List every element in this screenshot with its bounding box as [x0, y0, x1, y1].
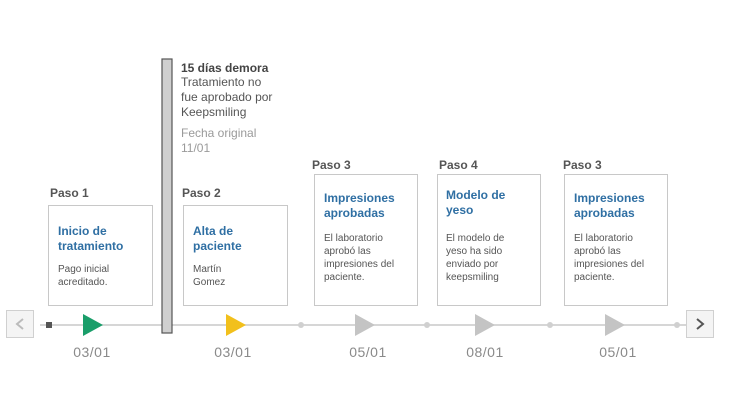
step-card-title: Impresiones aprobadas [574, 191, 645, 220]
delay-bar[interactable] [161, 58, 173, 334]
timeline-start-marker [46, 322, 52, 328]
step-marker-3[interactable] [355, 314, 375, 336]
step-card-5[interactable]: Impresiones aprobadas El laboratorio apr… [564, 174, 668, 306]
step-card-title: Modelo de yeso [446, 188, 506, 217]
step-card-body: Martín Gomez [193, 264, 226, 288]
step-label: Paso 1 [50, 186, 89, 200]
step-date: 05/01 [349, 344, 387, 360]
timeline-dot [298, 322, 304, 328]
step-date: 05/01 [599, 344, 637, 360]
delay-title: 15 días demora [181, 61, 269, 75]
step-marker-1[interactable] [83, 314, 103, 336]
step-card-body: El modelo de yeso ha sido enviado por ke… [446, 233, 505, 283]
step-card-title: Impresiones aprobadas [324, 191, 395, 220]
step-card-2[interactable]: Alta de paciente Martín Gomez [183, 205, 288, 306]
step-card-4[interactable]: Modelo de yeso El modelo de yeso ha sido… [437, 174, 541, 306]
chevron-right-icon [696, 318, 705, 330]
timeline-dot [424, 322, 430, 328]
step-card-body: Pago inicial acreditado. [58, 264, 110, 288]
delay-original-date: Fecha original 11/01 [181, 126, 257, 155]
step-label: Paso 3 [563, 158, 602, 172]
step-card-1[interactable]: Inicio de tratamiento Pago inicial acred… [48, 205, 153, 306]
prev-button[interactable] [6, 310, 34, 338]
chevron-left-icon [15, 318, 24, 330]
step-label: Paso 2 [182, 186, 221, 200]
timeline-dot [547, 322, 553, 328]
step-card-3[interactable]: Impresiones aprobadas El laboratorio apr… [314, 174, 418, 306]
step-date: 08/01 [466, 344, 504, 360]
step-card-body: El laboratorio aprobó las impresiones de… [324, 233, 395, 283]
delay-description: Tratamiento no fue aprobado por Keepsmil… [181, 75, 273, 119]
timeline-dot [674, 322, 680, 328]
next-button[interactable] [686, 310, 714, 338]
step-marker-5[interactable] [605, 314, 625, 336]
step-date: 03/01 [73, 344, 111, 360]
step-date: 03/01 [214, 344, 252, 360]
step-label: Paso 4 [439, 158, 478, 172]
step-card-body: El laboratorio aprobó las impresiones de… [574, 233, 645, 283]
step-card-title: Inicio de tratamiento [58, 224, 124, 253]
step-card-title: Alta de paciente [193, 224, 242, 253]
step-marker-2[interactable] [226, 314, 246, 336]
step-marker-4[interactable] [475, 314, 495, 336]
step-label: Paso 3 [312, 158, 351, 172]
